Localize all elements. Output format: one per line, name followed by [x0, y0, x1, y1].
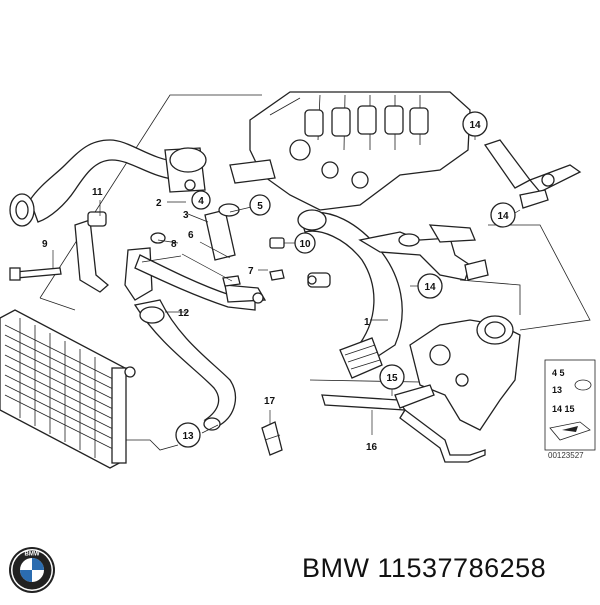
callout-17: 17 — [264, 396, 276, 407]
callout-11: 11 — [92, 187, 103, 198]
pipes-14-middle — [358, 224, 489, 281]
arrow-head-icon — [562, 426, 578, 432]
reference-key-box: 4 5 13 14 15 00123527 — [544, 359, 596, 460]
clamp-icon — [574, 379, 592, 391]
callout-13: 13 — [175, 422, 201, 448]
engine-cylinder-head — [229, 91, 471, 211]
callout-14-right: 14 — [490, 202, 516, 228]
callout-16: 16 — [366, 442, 378, 453]
part-17-clip — [261, 421, 283, 456]
callout-2: 2 — [156, 198, 162, 209]
pipes-14-top — [483, 139, 582, 209]
part-5-sleeve — [204, 203, 240, 261]
svg-text:10: 10 — [299, 239, 311, 250]
svg-text:15: 15 — [386, 373, 398, 384]
part-10-plug — [269, 237, 285, 249]
bmw-logo-icon: BMW — [9, 547, 55, 593]
callout-14-middle: 14 — [417, 273, 443, 299]
callout-4: 4 — [191, 190, 211, 210]
callout-7: 7 — [248, 266, 254, 277]
part-7-screw — [269, 269, 285, 281]
svg-text:5: 5 — [257, 201, 263, 212]
svg-text:13: 13 — [182, 431, 194, 442]
radiator — [0, 309, 136, 469]
ref-row-4-5: 4 5 — [552, 368, 565, 378]
upper-radiator-hose — [9, 139, 207, 227]
callout-15: 15 — [379, 364, 405, 390]
part-number-title: BMW 11537786258 — [302, 553, 547, 583]
svg-text:14: 14 — [424, 282, 436, 293]
ref-row-13: 13 — [552, 385, 562, 395]
svg-text:BMW: BMW — [25, 552, 40, 558]
plain-callouts: 1 2 3 6 7 8 9 11 12 16 17 — [42, 187, 378, 453]
leader-lines — [52, 133, 521, 435]
part-16-hose — [321, 384, 486, 463]
callout-14-top: 14 — [462, 111, 488, 137]
callout-10: 10 — [294, 232, 316, 254]
callout-9: 9 — [42, 239, 48, 250]
lower-hoses — [74, 211, 267, 431]
water-pump-housing — [409, 315, 521, 431]
callout-3: 3 — [183, 210, 189, 221]
ref-row-14-15: 14 15 — [552, 404, 575, 414]
svg-text:4: 4 — [198, 196, 204, 207]
callout-5: 5 — [249, 194, 271, 216]
circled-callouts: 4 5 10 13 14 14 14 15 — [175, 111, 516, 448]
part-8-oring — [150, 232, 166, 244]
callout-1: 1 — [364, 317, 370, 328]
svg-text:14: 14 — [469, 120, 481, 131]
callout-8: 8 — [171, 239, 177, 250]
small-parts — [9, 232, 331, 288]
svg-text:14: 14 — [497, 211, 509, 222]
callout-6: 6 — [188, 230, 194, 241]
image-id: 00123527 — [548, 451, 584, 460]
callout-12: 12 — [178, 308, 190, 319]
